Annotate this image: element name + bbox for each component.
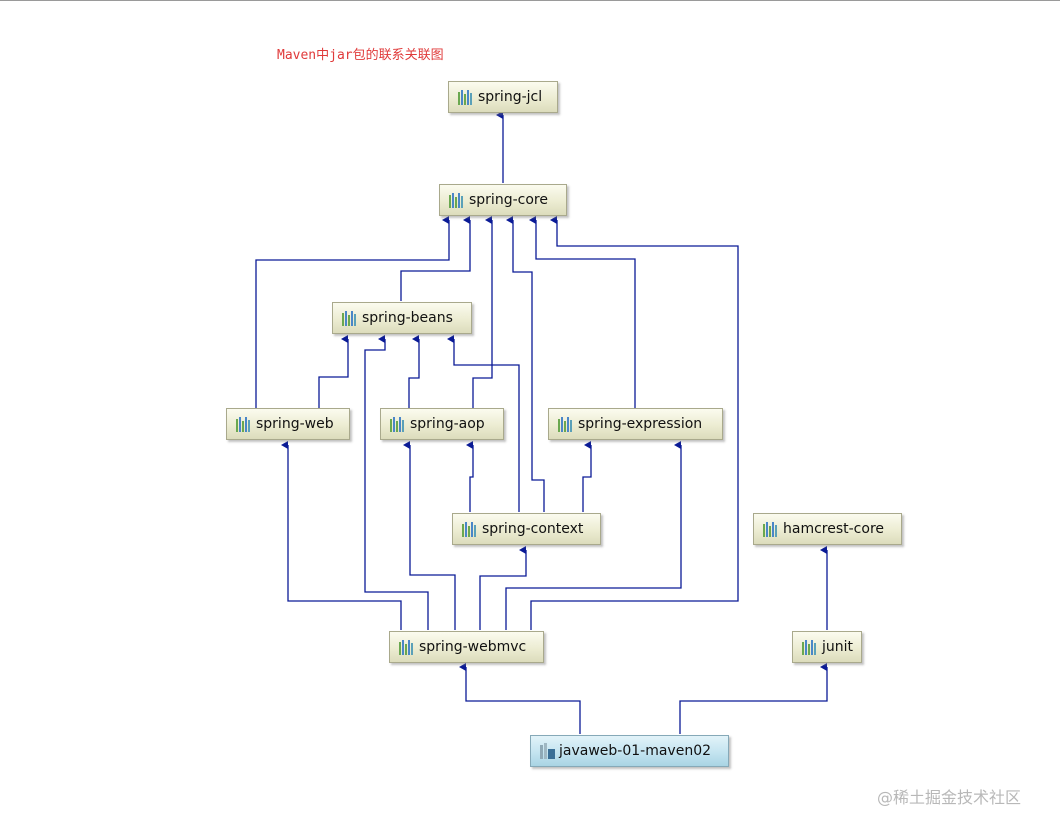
node-javaweb-01-maven02[interactable]: javaweb-01-maven02 [530,735,729,767]
node-spring-jcl[interactable]: spring-jcl [448,81,558,113]
edge-web-to-beans [318,335,349,408]
edge-webmvc-to-aop [403,441,456,630]
jar-library-icon [558,416,573,432]
node-label: javaweb-01-maven02 [559,743,712,759]
diagram-title: Maven中jar包的联系关联图 [277,48,444,63]
node-label: spring-beans [362,310,453,326]
node-spring-beans[interactable]: spring-beans [332,302,472,334]
jar-library-icon [449,192,464,208]
node-spring-core[interactable]: spring-core [439,184,567,216]
jar-library-icon [458,89,473,105]
node-spring-web[interactable]: spring-web [226,408,350,440]
jar-library-icon [462,521,477,537]
node-label: hamcrest-core [783,521,885,537]
node-hamcrest-core[interactable]: hamcrest-core [753,513,902,545]
edge-webmvc-to-beans [364,335,429,630]
jar-library-icon [342,310,357,326]
edge-expression-to-core [529,216,636,408]
edge-context-to-aop [466,441,474,512]
node-spring-expression[interactable]: spring-expression [548,408,723,440]
edge-project-to-webmvc [459,663,581,734]
edge-project-to-junit [679,663,828,734]
edge-beans-to-core [400,216,471,301]
node-label: spring-context [482,521,584,537]
edge-context-to-core [506,216,545,512]
node-label: spring-jcl [478,89,543,105]
node-label: spring-webmvc [419,639,527,655]
edge-web-to-core [255,216,450,408]
jar-library-icon [399,639,414,655]
edge-webmvc-to-core [530,216,739,630]
edge-aop-to-core [472,216,493,408]
edge-webmvc-to-context [479,546,527,630]
node-spring-webmvc[interactable]: spring-webmvc [389,631,544,663]
jar-library-icon [236,416,251,432]
node-spring-context[interactable]: spring-context [452,513,601,545]
jar-library-icon [390,416,405,432]
node-label: spring-expression [578,416,703,432]
node-label: junit [822,639,854,655]
maven-project-icon [540,743,556,759]
jar-library-icon [802,639,817,655]
node-junit[interactable]: junit [792,631,862,663]
node-spring-aop[interactable]: spring-aop [380,408,504,440]
edge-context-to-beans [447,335,520,512]
edge-webmvc-to-expression [505,441,682,630]
edge-aop-to-beans [408,335,420,408]
node-label: spring-web [256,416,334,432]
watermark: @稀土掘金技术社区 [877,788,1022,807]
node-label: spring-core [469,192,548,208]
node-label: spring-aop [410,416,485,432]
top-divider [0,0,1060,1]
edge-webmvc-to-web [281,441,402,630]
edge-context-to-expression [582,441,592,512]
jar-library-icon [763,521,778,537]
